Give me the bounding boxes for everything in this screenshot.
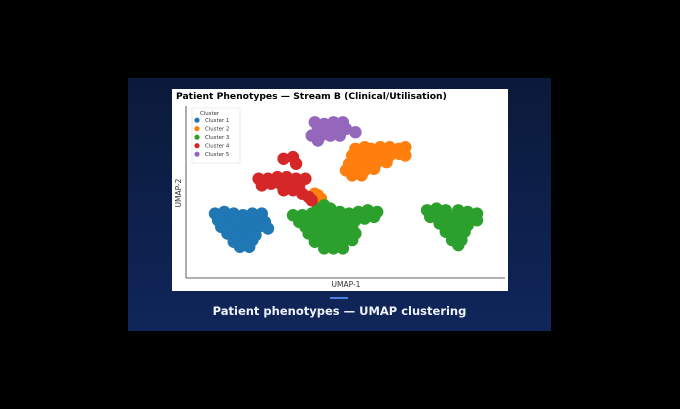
y-axis-label: UMAP-2 <box>174 178 183 207</box>
scatter-point-cluster-2 <box>355 169 368 182</box>
slide: Patient Phenotypes — Stream B (Clinical/… <box>128 78 551 331</box>
legend-label-cluster-4: Cluster 4 <box>205 144 230 150</box>
scatter-point-cluster-5 <box>311 134 325 147</box>
legend-box <box>191 107 241 164</box>
chart-title: Patient Phenotypes — Stream B (Clinical/… <box>176 91 447 102</box>
scatter-point-cluster-2 <box>380 155 393 169</box>
legend-label-cluster-1: Cluster 1 <box>205 118 229 124</box>
scatter-point-cluster-3 <box>346 233 359 247</box>
scatter-point-cluster-4 <box>264 177 278 190</box>
legend-marker-cluster-2 <box>194 126 200 132</box>
caption-accent-line <box>330 297 348 299</box>
legend-marker-cluster-3 <box>194 134 200 140</box>
scatter-point-cluster-2 <box>346 169 359 182</box>
scatter-point-cluster-4 <box>305 194 318 207</box>
scatter-point-cluster-1 <box>243 240 256 253</box>
legend-title: Cluster <box>200 111 220 117</box>
points-layer <box>208 116 484 255</box>
scatter-point-cluster-2 <box>367 162 381 175</box>
scatter-point-cluster-3 <box>324 202 337 215</box>
chart-figure: Patient Phenotypes — Stream B (Clinical/… <box>172 89 508 291</box>
scatter-point-cluster-2 <box>399 149 412 162</box>
scatter-point-cluster-3 <box>308 235 321 248</box>
legend: Cluster Cluster 1 Cluster 2 Cluster 3 Clust… <box>191 107 241 164</box>
scatter-point-cluster-4 <box>277 184 290 197</box>
scatter-point-cluster-4 <box>289 157 303 170</box>
legend-marker-cluster-1 <box>194 117 200 123</box>
legend-marker-cluster-4 <box>194 143 200 149</box>
scatter-point-cluster-5 <box>349 126 362 139</box>
scatter-point-cluster-4 <box>255 179 268 192</box>
legend-label-cluster-2: Cluster 2 <box>205 127 229 133</box>
scatter-point-cluster-3 <box>367 210 381 224</box>
scatter-point-cluster-3 <box>470 214 484 227</box>
scatter-point-cluster-3 <box>327 242 340 255</box>
scatter-point-cluster-1 <box>233 240 247 253</box>
legend-marker-cluster-5 <box>194 151 200 157</box>
legend-label-cluster-5: Cluster 5 <box>205 152 229 158</box>
scatter-point-cluster-3 <box>424 210 437 224</box>
scatter-point-cluster-3 <box>452 238 465 252</box>
x-axis-label: UMAP-1 <box>332 280 361 289</box>
scatter-point-cluster-3 <box>318 242 331 255</box>
scatter-point-cluster-3 <box>358 212 371 225</box>
scatter-point-cluster-5 <box>324 129 337 142</box>
slide-caption: Patient phenotypes — UMAP clustering <box>212 304 467 318</box>
scatter-point-cluster-4 <box>277 152 290 165</box>
scatter-point-cluster-1 <box>261 222 275 235</box>
scatter-point-cluster-5 <box>333 129 346 142</box>
scatter-point-cluster-4 <box>286 184 300 197</box>
scatter-point-cluster-3 <box>336 242 350 255</box>
legend-label-cluster-3: Cluster 3 <box>205 135 229 141</box>
umap-scatter-chart: Patient Phenotypes — Stream B (Clinical/… <box>174 91 505 289</box>
